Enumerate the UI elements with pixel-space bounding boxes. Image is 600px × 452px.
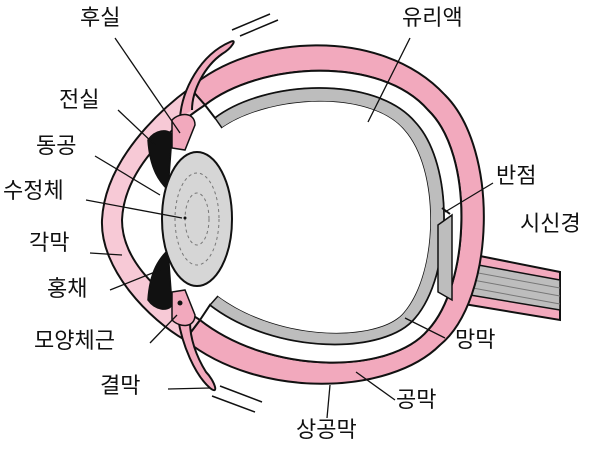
ciliary-body-lower xyxy=(171,289,196,327)
iris-lower xyxy=(147,248,173,310)
conjunctiva-upper xyxy=(179,40,235,119)
label-fovea: 반점 xyxy=(496,164,537,189)
label-lens: 수정체 xyxy=(3,179,64,204)
label-ciliary-muscle: 모양체근 xyxy=(34,329,115,354)
label-cornea: 각막 xyxy=(29,231,70,256)
optic-disc xyxy=(437,213,453,302)
lens-center-marker xyxy=(183,216,187,220)
label-iris: 홍채 xyxy=(47,277,88,302)
ciliary-marker xyxy=(177,300,183,306)
label-conjunctiva: 결막 xyxy=(100,374,141,399)
vitreous-body xyxy=(199,101,431,333)
leader-lines xyxy=(85,37,494,419)
label-pupil: 동공 xyxy=(36,134,77,159)
label-vitreous: 유리액 xyxy=(402,6,463,31)
label-anterior-chamber: 전실 xyxy=(59,88,100,113)
label-posterior-chamber: 후실 xyxy=(80,6,121,31)
lens-nucleus-1 xyxy=(174,172,220,266)
conjunctiva-lower xyxy=(177,317,217,391)
iris-upper xyxy=(147,130,173,192)
label-inferior-rectus: 상공막 xyxy=(296,418,357,443)
eyelid-lines xyxy=(211,13,279,413)
lens xyxy=(161,151,233,287)
label-retina: 망막 xyxy=(455,328,496,353)
label-optic-nerve: 시신경 xyxy=(520,212,581,237)
ciliary-body-upper xyxy=(171,113,196,151)
label-sclera: 공막 xyxy=(396,388,437,413)
